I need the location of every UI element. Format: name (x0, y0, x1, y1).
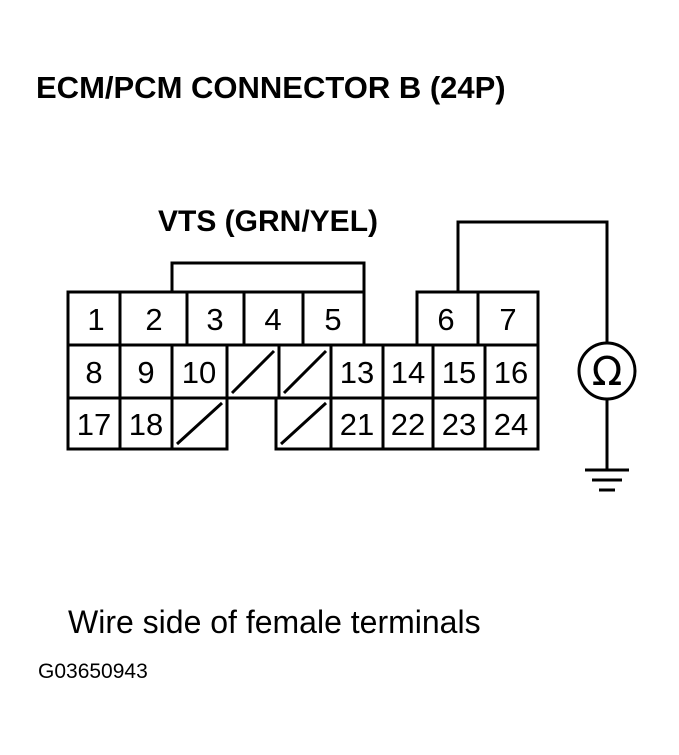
pin-label-14: 14 (391, 355, 425, 390)
pin-label-18: 18 (129, 407, 163, 442)
pin-label-17: 17 (77, 407, 111, 442)
pin-label-5: 5 (324, 302, 341, 337)
pin-label-7: 7 (499, 302, 516, 337)
pin-label-8: 8 (85, 355, 102, 390)
pin-label-4: 4 (264, 302, 281, 337)
connector-lock-tab (170, 261, 366, 292)
pin-label-6: 6 (437, 302, 454, 337)
empty-slot-slash (279, 401, 328, 446)
pin-label-16: 16 (494, 355, 528, 390)
pin-label-21: 21 (340, 407, 374, 442)
empty-slot-slash (230, 349, 276, 395)
wire-label-vts: VTS (GRN/YEL) (158, 205, 379, 238)
pin-label-10: 10 (182, 355, 216, 390)
diagram-caption: Wire side of female terminals (68, 604, 481, 640)
diagram-title: ECM/PCM CONNECTOR B (24P) (36, 70, 506, 105)
empty-slot-slash (175, 401, 224, 446)
pin-label-15: 15 (442, 355, 476, 390)
pin-label-23: 23 (442, 407, 476, 442)
pin-label-2: 2 (145, 302, 162, 337)
empty-slot-slash (282, 349, 328, 395)
pin-label-3: 3 (206, 302, 223, 337)
terminal-cell-24 (483, 396, 540, 451)
pin-label-9: 9 (137, 355, 154, 390)
pin-label-24: 24 (494, 407, 528, 442)
ohm-symbol: Ω (592, 349, 623, 395)
pin-label-13: 13 (340, 355, 374, 390)
terminal-cell-19-empty (170, 396, 229, 451)
pin-label-22: 22 (391, 407, 425, 442)
test-lead-wire (456, 220, 609, 343)
pin-label-1: 1 (87, 302, 104, 337)
figure-id: G03650943 (38, 660, 148, 683)
